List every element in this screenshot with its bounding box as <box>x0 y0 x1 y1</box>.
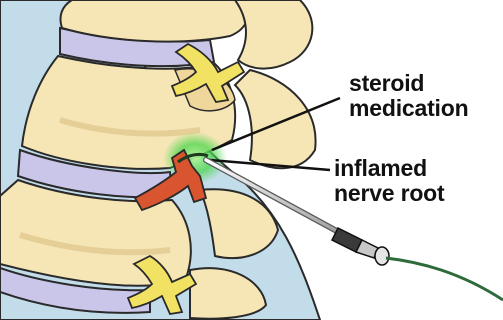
vertebra-top <box>60 0 248 42</box>
label-inflamed-nerve-root: inflamed nerve root <box>334 156 444 206</box>
syringe-tube <box>386 258 503 300</box>
label-steroid-medication: steroid medication <box>349 71 468 121</box>
label-nerve-line1: inflamed <box>334 156 444 181</box>
facet-top <box>235 0 312 69</box>
label-steroid-line1: steroid <box>349 71 468 96</box>
label-nerve-line2: nerve root <box>334 181 444 206</box>
label-steroid-line2: medication <box>349 96 468 121</box>
spinous-process-upper <box>235 70 316 168</box>
